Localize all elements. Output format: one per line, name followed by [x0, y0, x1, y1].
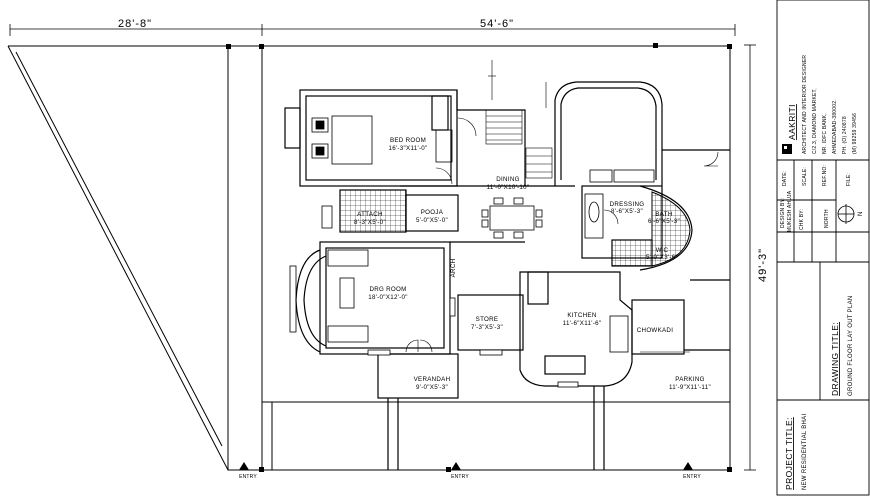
firm-line-5: PH. (O) 240878 [842, 116, 848, 154]
label-bath: BATH [655, 211, 672, 218]
project-title-label: PROJECT TITLE: [784, 417, 794, 490]
label-parking-size: 11'-9"X11'-11" [669, 384, 711, 391]
dimension-lines [9, 24, 756, 471]
entry-label-2: ENTRY [451, 474, 469, 480]
entry-label-1: ENTRY [239, 474, 257, 480]
label-attach-size: 8'-3"X5'-0" [354, 219, 386, 226]
plot-corner-markers [226, 43, 732, 472]
plot-boundary [7, 45, 731, 471]
entry-arrow-icon [683, 462, 693, 470]
entry-arrow-icon [239, 462, 249, 470]
firm-logo [782, 144, 792, 154]
label-dressing-size: 8'-6"X5'-3" [611, 208, 643, 215]
label-wc-size: 5'-0"X3'-6" [646, 254, 678, 261]
design-by-label: DESIGN BY: [780, 198, 786, 228]
firm-line-3: NR. IDFC BANK, [822, 113, 828, 154]
attach-tile-grid [339, 189, 407, 233]
title-block [776, 0, 870, 496]
file-label: FILE: [846, 173, 852, 186]
date-label: DATE: [782, 171, 788, 186]
room-labels: BED ROOM 16'-3"X11'-0" DINING 11'-0"X10'… [354, 137, 711, 391]
label-dining: DINING [496, 176, 519, 183]
dimension-right-side: 49'-3" [757, 248, 769, 282]
scale-label: SCALE: [802, 167, 808, 186]
label-store-size: 7'-3"X5'-3" [471, 324, 503, 331]
label-pooja: POOJA [421, 209, 444, 216]
project-title: NEW RESIDENTIAL BHAI [802, 414, 808, 490]
design-by-value: MUKESH AHUJA [787, 190, 793, 232]
dining-table [481, 197, 543, 239]
label-drg-room: DRG ROOM [369, 286, 406, 293]
door-swings [405, 117, 719, 353]
bedroom-furniture [311, 95, 453, 165]
north-arrow-icon [837, 204, 855, 224]
label-bedroom: BED ROOM [390, 137, 426, 144]
dimension-top-right: 54'-6" [480, 18, 514, 30]
firm-line-2: C/2.3, DIAMOND MARKET, [812, 88, 818, 154]
firm-name: AAKRITI [787, 104, 797, 140]
label-verandah-size: 9'-0"X5'-3" [416, 384, 448, 391]
bath-tile-grid [651, 191, 691, 267]
label-dining-size: 11'-0"X10'-10" [487, 184, 530, 191]
firm-line-4: AHMEDABAD-380002. [832, 99, 838, 154]
label-parking: PARKING [675, 376, 705, 383]
label-verandah: VERANDAH [414, 376, 451, 383]
label-arch: ARCH [450, 259, 457, 278]
drawing-title: GROUND FLOOR LAY OUT PLAN [848, 295, 854, 396]
label-drg-room-size: 18'-0"X12'-0" [368, 294, 408, 301]
label-bath-size: 6'-6"X5'-3" [648, 218, 680, 225]
stairs [485, 109, 553, 179]
label-attach: ATTACH [357, 211, 383, 218]
windows [321, 205, 579, 388]
drawing-title-label: DRAWING TITLE: [830, 322, 840, 396]
firm-line-1: ARCHITECT AND INTERIOR DESIGNER [802, 55, 808, 154]
label-kitchen-size: 11'-6"X11'-6" [563, 320, 602, 327]
wc-tile-grid [611, 239, 653, 267]
label-kitchen: KITCHEN [567, 312, 596, 319]
dimension-top-left: 28'-8" [118, 18, 152, 30]
small-dimension-arrows [488, 60, 690, 353]
drg-room-sofa [289, 249, 369, 343]
entry-label-3: ENTRY [683, 474, 701, 480]
label-bedroom-size: 16'-3"X11'-0" [388, 145, 427, 152]
chk-by-label: CHK BY: [799, 209, 805, 230]
dressing-fixtures [584, 169, 655, 353]
label-store: STORE [476, 316, 499, 323]
north-letter: N [858, 211, 864, 216]
label-chowkadi: CHOWKADI [637, 327, 673, 334]
ref-no-label: REF.NO: [822, 165, 828, 186]
firm-line-6: (M) 98259 39456 [852, 113, 858, 154]
label-pooja-size: 5'-0"X5'-0" [416, 217, 448, 224]
entry-arrow-icon [451, 462, 461, 470]
label-dressing: DRESSING [610, 201, 645, 208]
north-label: NORTH [824, 209, 830, 228]
entry-markers: ENTRY ENTRY ENTRY [239, 462, 701, 480]
label-wc: W.C [656, 247, 669, 254]
